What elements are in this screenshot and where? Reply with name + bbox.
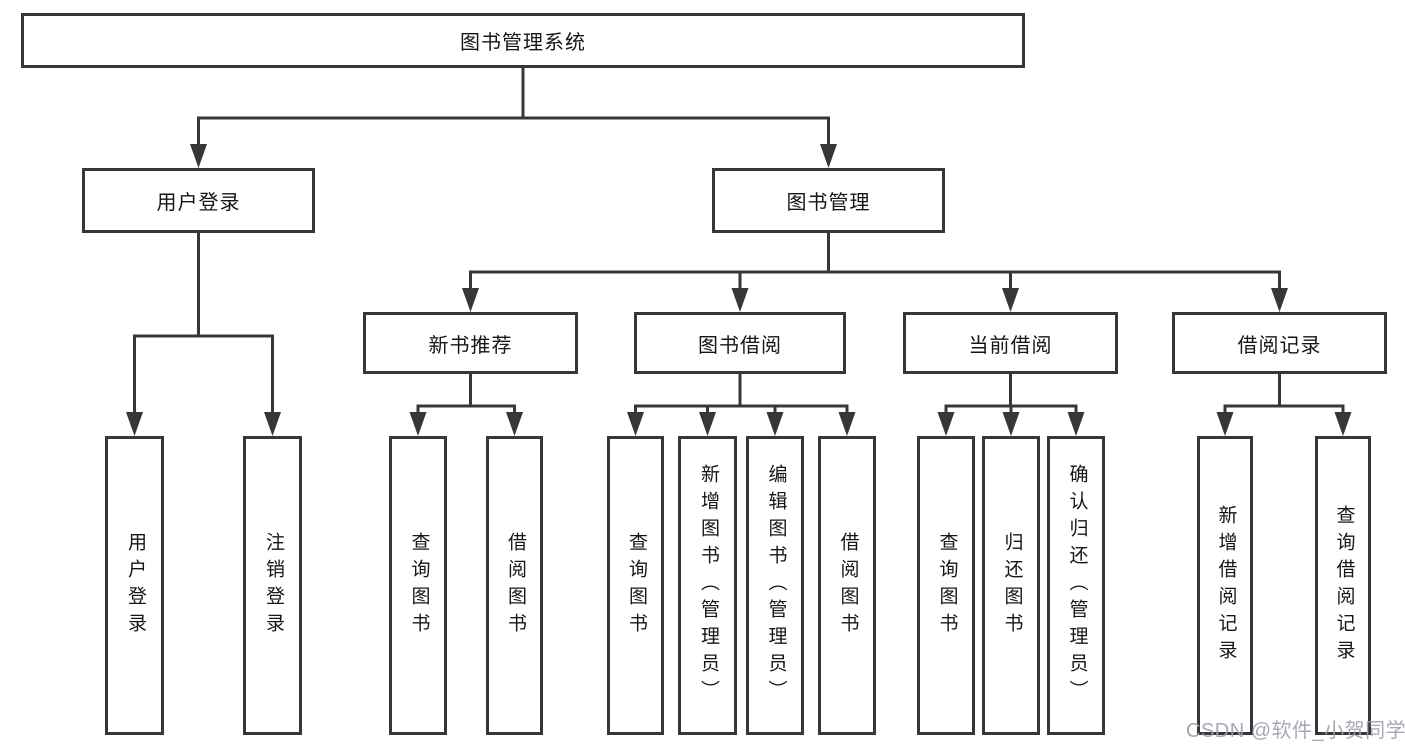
- leaf-label: 注销登录: [262, 531, 284, 640]
- leaf-label: 用户登录: [124, 531, 146, 640]
- leaf-add-books-admin: 新增图书（管理员）: [678, 436, 737, 735]
- node-root-system: 图书管理系统: [21, 13, 1025, 68]
- node-new-book-recommend: 新书推荐: [363, 312, 578, 374]
- connector-borrowing-to-leaves: [627, 374, 856, 436]
- connector-bookmgmt-to-level3: [462, 233, 1288, 312]
- leaf-return-books: 归还图书: [982, 436, 1040, 735]
- connector-records-to-leaves: [1216, 374, 1352, 436]
- connector-newbooks-to-leaves: [409, 374, 523, 436]
- leaf-add-borrow-record: 新增借阅记录: [1197, 436, 1253, 735]
- connector-userlogin-to-leaves: [126, 233, 281, 436]
- csdn-watermark: CSDN @软件_小贺同学: [1186, 720, 1405, 742]
- leaf-label: 查询图书: [936, 531, 958, 640]
- leaf-confirm-return-admin: 确认归还（管理员）: [1047, 436, 1105, 735]
- node-book-borrowing: 图书借阅: [634, 312, 846, 374]
- node-borrowing-records: 借阅记录: [1172, 312, 1387, 374]
- node-user-login-branch: 用户登录: [82, 168, 315, 233]
- leaf-label: 借阅图书: [504, 531, 526, 640]
- leaf-borrow-books-1: 借阅图书: [486, 436, 543, 735]
- leaf-label: 归还图书: [1001, 531, 1023, 640]
- connector-root-to-level2: [190, 68, 837, 168]
- leaf-label: 新增图书（管理员）: [697, 464, 719, 707]
- leaf-query-books-1: 查询图书: [389, 436, 447, 735]
- leaf-query-books-2: 查询图书: [607, 436, 664, 735]
- node-book-management-branch: 图书管理: [712, 168, 945, 233]
- leaf-query-borrow-record: 查询借阅记录: [1315, 436, 1371, 735]
- node-current-borrowing: 当前借阅: [903, 312, 1118, 374]
- leaf-label: 确认归还（管理员）: [1066, 464, 1088, 707]
- leaf-query-books-3: 查询图书: [917, 436, 975, 735]
- connector-current-to-leaves: [937, 374, 1085, 436]
- leaf-label: 编辑图书（管理员）: [765, 464, 787, 707]
- leaf-user-login: 用户登录: [105, 436, 164, 735]
- leaf-label: 查询图书: [408, 531, 430, 640]
- leaf-logout: 注销登录: [243, 436, 302, 735]
- leaf-label: 借阅图书: [837, 531, 859, 640]
- leaf-label: 查询借阅记录: [1333, 504, 1355, 667]
- leaf-label: 新增借阅记录: [1215, 504, 1237, 667]
- leaf-label: 查询图书: [625, 531, 647, 640]
- leaf-borrow-books-2: 借阅图书: [818, 436, 876, 735]
- leaf-edit-books-admin: 编辑图书（管理员）: [746, 436, 804, 735]
